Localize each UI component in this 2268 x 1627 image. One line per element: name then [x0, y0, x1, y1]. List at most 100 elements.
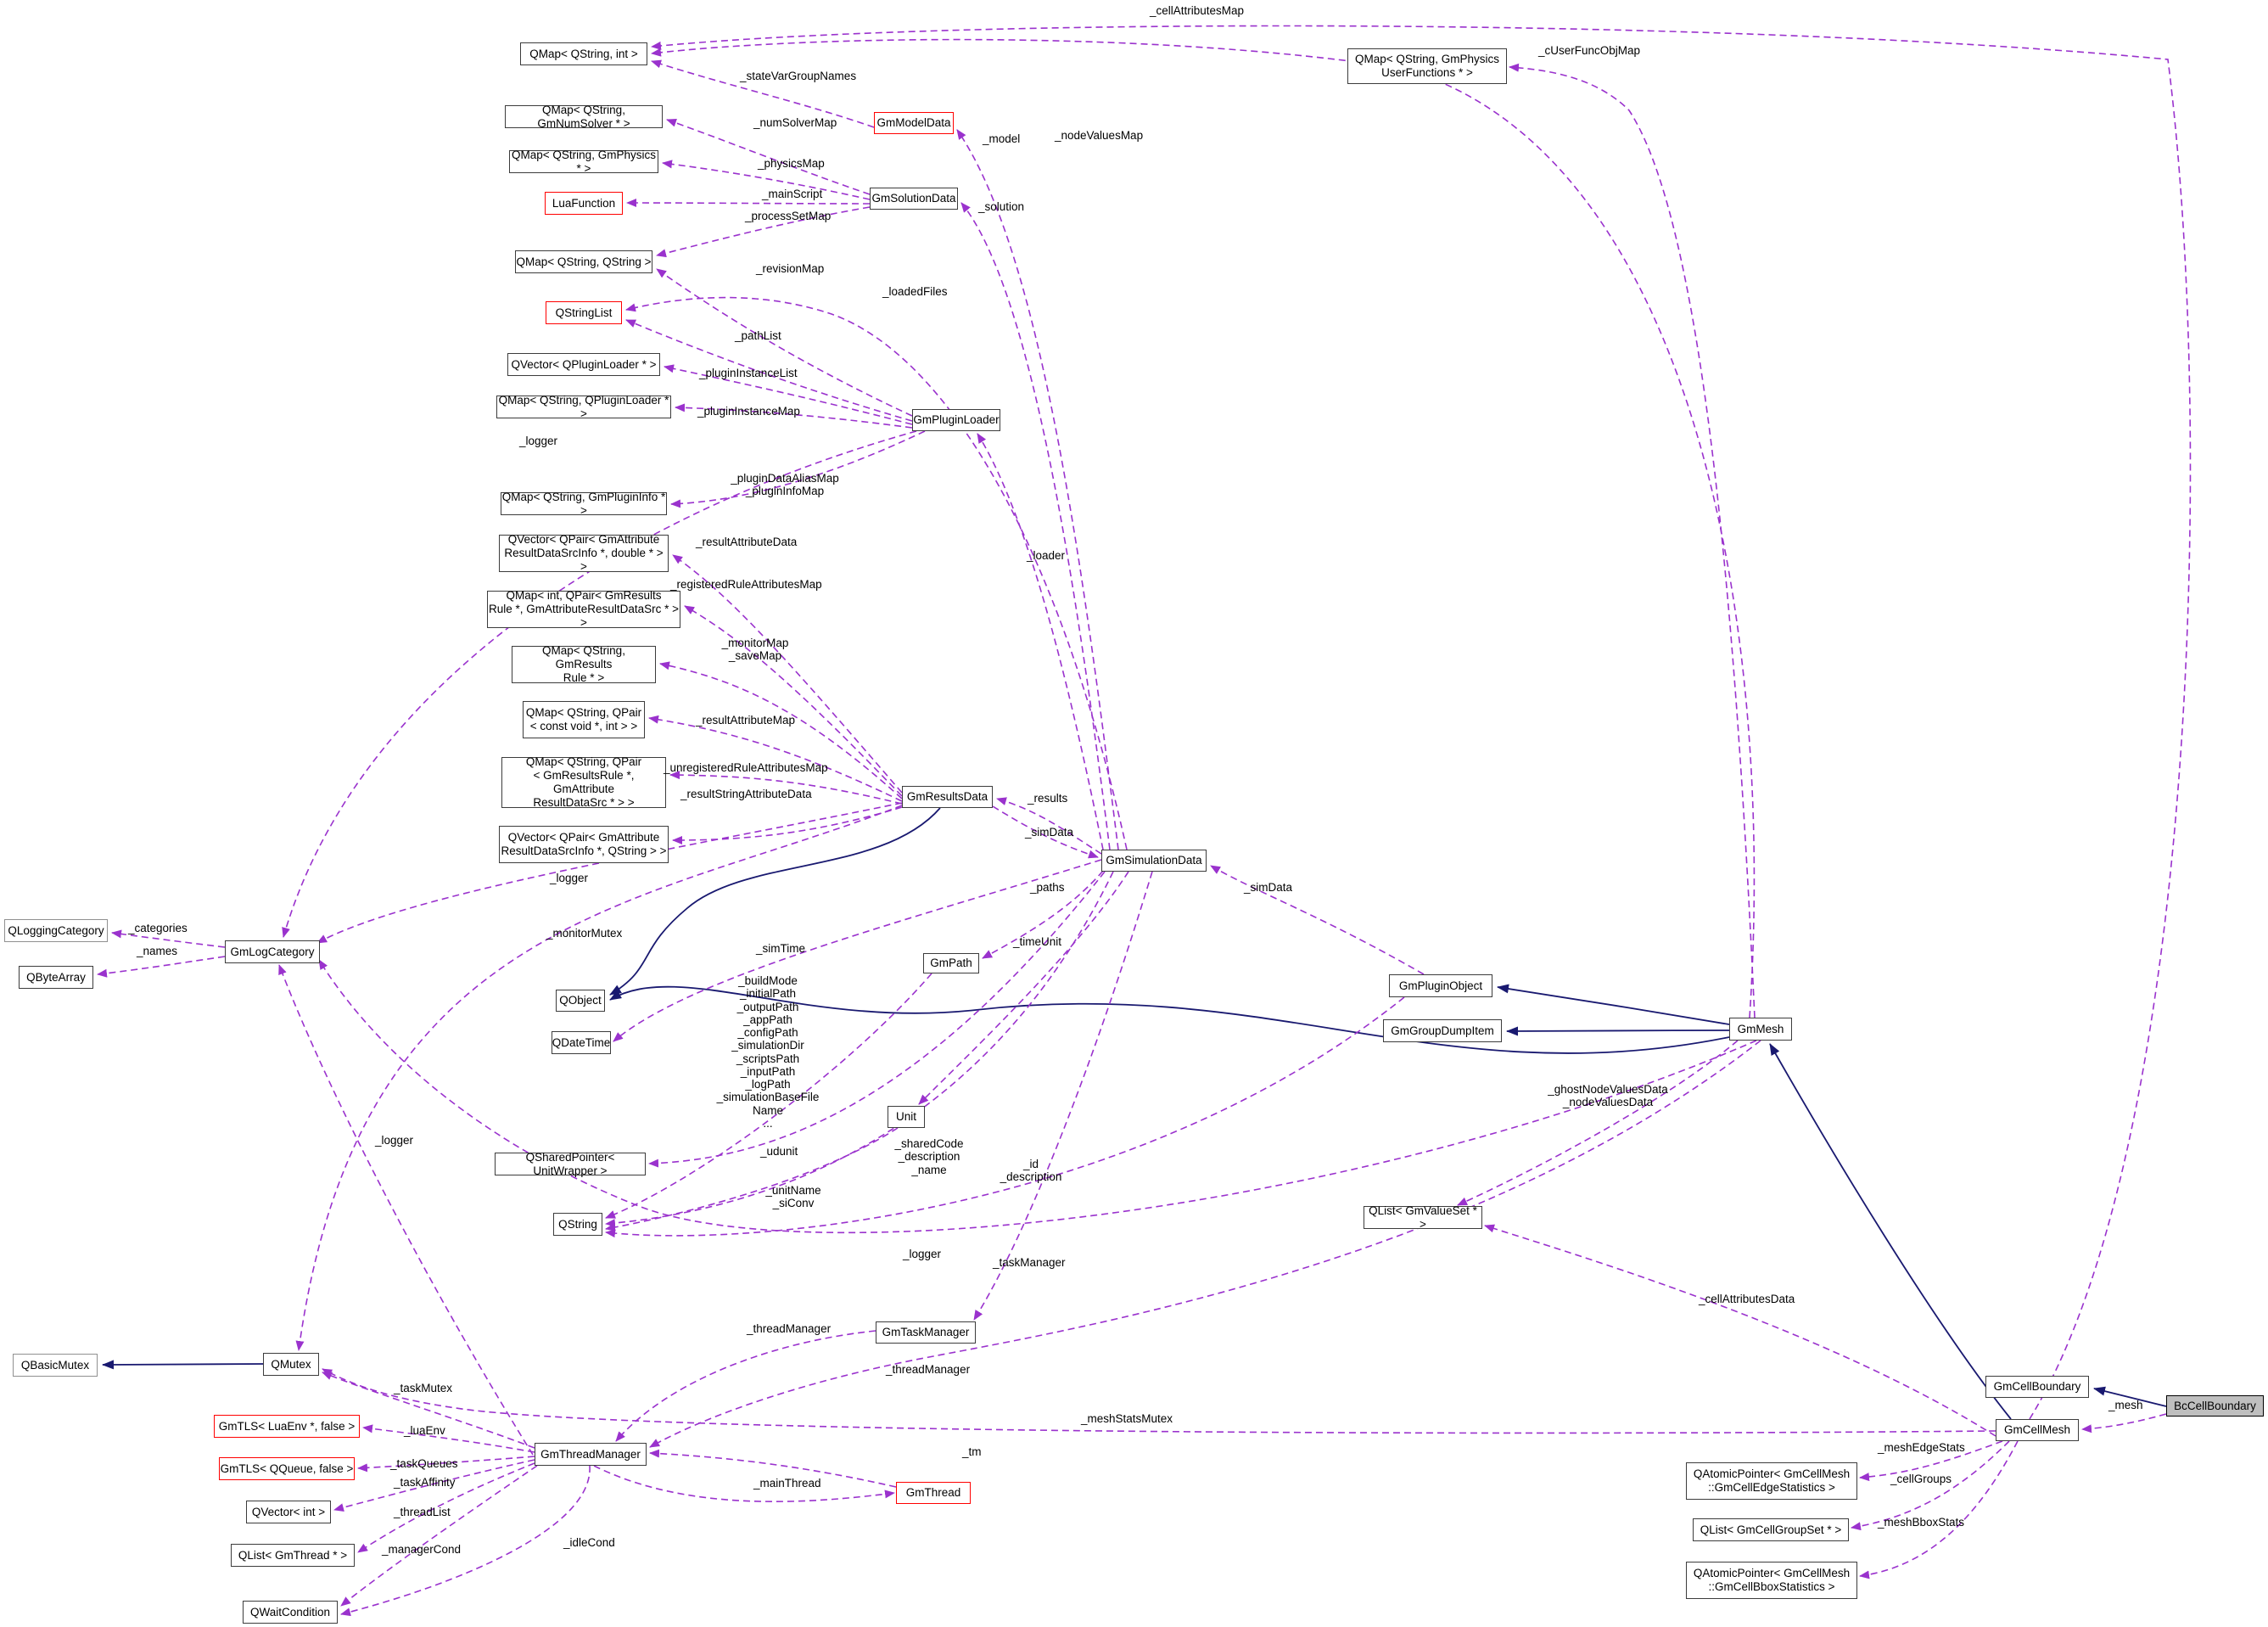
class-node-gmresultsdata[interactable]: GmResultsData	[902, 786, 993, 808]
edge-label: _idleCond	[563, 1536, 615, 1549]
class-node-luafunction[interactable]: LuaFunction	[545, 192, 623, 215]
class-node-gmpluginobject[interactable]: GmPluginObject	[1389, 974, 1492, 997]
edge-label: _pathList	[735, 329, 781, 342]
edge-solid-5	[609, 807, 941, 996]
edge-solid-4	[609, 985, 1730, 1054]
edge-dashed-34	[918, 871, 1129, 1105]
class-node-qmap-qstring-qpluginloader[interactable]: QMap< QString, QPluginLoader * >	[496, 394, 671, 420]
class-node-qmap-qstring-qpair-constvoid[interactable]: QMap< QString, QPair < const void *, int…	[523, 701, 645, 738]
edge-dashed-24	[648, 715, 903, 802]
edge-solid-0	[102, 1360, 264, 1370]
class-node-qmap-qstring-qpair-gmresultsrule[interactable]: QMap< QString, QPair < GmResultsRule *, …	[501, 755, 666, 809]
class-node-unit[interactable]: Unit	[888, 1106, 925, 1128]
edge-dashed-42	[1457, 1040, 1739, 1206]
class-node-qlist-gmvalueset[interactable]: QList< GmValueSet * >	[1364, 1204, 1482, 1231]
edge-label: _meshStatsMutex	[1081, 1412, 1173, 1425]
edge-dashed-50	[322, 1372, 535, 1449]
class-node-qbasicmutex[interactable]: QBasicMutex	[13, 1354, 98, 1377]
edge-dashed-65	[111, 929, 226, 948]
class-node-qlist-gmthread[interactable]: QList< GmThread * >	[231, 1544, 355, 1567]
class-node-qvector-int[interactable]: QVector< int >	[246, 1501, 331, 1523]
edge-dashed-22	[684, 605, 903, 797]
edge-label: _processSetMap	[745, 210, 832, 222]
class-node-gmcellmesh[interactable]: GmCellMesh	[1996, 1419, 2079, 1441]
class-node-gmthreadmanager[interactable]: GmThreadManager	[535, 1443, 647, 1466]
edge-dashed-48	[1859, 1440, 2019, 1579]
class-node-qmap-qstring-gmplugininfo[interactable]: QMap< QString, GmPluginInfo * >	[501, 490, 667, 517]
edge-dashed-66	[97, 956, 226, 978]
class-node-bccellboundary[interactable]: BcCellBoundary	[2166, 1395, 2264, 1417]
class-node-qdatetime[interactable]: QDateTime	[552, 1031, 611, 1054]
class-node-qmutex[interactable]: QMutex	[263, 1353, 319, 1376]
class-node-gmmodeldata[interactable]: GmModelData	[874, 112, 954, 134]
class-node-gmsimulationdata[interactable]: GmSimulationData	[1101, 850, 1207, 872]
class-node-qobject[interactable]: QObject	[556, 990, 605, 1012]
edge-label: _ghostNodeValuesData _nodeValuesData	[1548, 1083, 1668, 1109]
edge-dashed-43	[1484, 1224, 1996, 1437]
edge-label: _resultAttributeData	[696, 536, 798, 548]
class-node-gmmesh[interactable]: GmMesh	[1729, 1018, 1792, 1041]
edge-label: _unregisteredRuleAttributesMap	[664, 761, 828, 774]
edge-solid-2	[1497, 984, 1730, 1025]
class-node-qstring[interactable]: QString	[553, 1213, 602, 1236]
class-node-qstringlist[interactable]: QStringList	[546, 301, 622, 324]
edge-dashed-40	[605, 1127, 899, 1231]
class-node-gmlogcategory[interactable]: GmLogCategory	[225, 940, 320, 963]
edge-dashed-10	[666, 118, 871, 195]
edge-label: _monitorMap _saveMap	[721, 637, 789, 663]
class-node-qatomicpointer-edgestats[interactable]: QAtomicPointer< GmCellMesh ::GmCellEdgeS…	[1686, 1462, 1857, 1500]
edge-label: _taskManager	[993, 1256, 1066, 1269]
class-node-gmtaskmanager[interactable]: GmTaskManager	[876, 1321, 976, 1344]
class-node-qloggingcategory[interactable]: QLoggingCategory	[4, 919, 108, 942]
class-node-gmgroupdumpitem[interactable]: GmGroupDumpItem	[1383, 1019, 1502, 1042]
edge-dashed-60	[649, 1040, 1761, 1448]
edge-label: _monitorMutex	[546, 927, 623, 940]
edge-label: _mainThread	[753, 1477, 821, 1490]
class-node-gmtls-qqueue[interactable]: GmTLS< QQueue, false >	[219, 1457, 355, 1480]
edge-dashed-15	[625, 296, 1128, 850]
class-node-qlist-gmcellgroupset[interactable]: QList< GmCellGroupSet * >	[1693, 1518, 1849, 1541]
class-node-qmap-int-qpair[interactable]: QMap< int, QPair< GmResults Rule *, GmAt…	[487, 589, 680, 629]
class-node-gmthread[interactable]: GmThread	[896, 1482, 971, 1504]
class-node-qvector-qpluginloader[interactable]: QVector< QPluginLoader * >	[507, 353, 660, 376]
edge-label: _numSolverMap	[753, 116, 837, 129]
class-node-gmtls-luaenv[interactable]: GmTLS< LuaEnv *, false >	[214, 1415, 360, 1438]
class-node-qmap-qstring-qstring[interactable]: QMap< QString, QString >	[515, 250, 652, 273]
edge-label: _logger	[375, 1134, 414, 1147]
class-node-qmap-qstring-gmresultsrule[interactable]: QMap< QString, GmResults Rule * >	[512, 644, 656, 684]
class-node-qwaitcondition[interactable]: QWaitCondition	[243, 1601, 338, 1624]
edge-label: _udunit	[760, 1145, 798, 1158]
edge-label: _id _description	[1000, 1158, 1062, 1184]
edge-dashed-61	[973, 871, 1153, 1321]
class-node-qbytearray[interactable]: QByteArray	[19, 966, 93, 989]
edge-label: _logger	[903, 1248, 942, 1260]
edge-label: _simData	[1025, 826, 1074, 839]
class-node-gmsolutiondata[interactable]: GmSolutionData	[870, 188, 958, 210]
class-node-qmap-qstring-gmphysicsuserfunctions[interactable]: QMap< QString, GmPhysics UserFunctions *…	[1347, 48, 1507, 84]
edge-label: _loader	[1027, 549, 1066, 562]
class-node-qatomicpointer-bboxstats[interactable]: QAtomicPointer< GmCellMesh ::GmCellBboxS…	[1686, 1562, 1857, 1599]
edge-dashed-59	[615, 1330, 876, 1442]
edge-dashed-45	[2081, 1413, 2167, 1433]
edge-dashed-23	[659, 661, 903, 799]
edge-label: _resultStringAttributeData	[680, 788, 812, 800]
class-node-qvector-qpair-qstring[interactable]: QVector< QPair< GmAttribute ResultDataSr…	[499, 826, 669, 863]
edge-label: _physicsMap	[758, 157, 825, 170]
edge-dashed-26	[672, 806, 903, 844]
edge-label: _nodeValuesMap	[1055, 129, 1144, 142]
edge-dashed-41	[605, 996, 1405, 1238]
class-node-gmpath[interactable]: GmPath	[923, 953, 979, 973]
class-node-gmcellboundary[interactable]: GmCellBoundary	[1985, 1376, 2089, 1398]
class-node-qvector-qpair-double[interactable]: QVector< QPair< GmAttribute ResultDataSr…	[499, 533, 669, 573]
edge-label: _meshEdgeStats	[1878, 1441, 1965, 1454]
class-node-qmap-qstring-int[interactable]: QMap< QString, int >	[520, 42, 647, 65]
edge-label: _pluginDataAliasMap _pluginInfoMap	[731, 472, 839, 498]
edge-dashed-63	[316, 802, 903, 944]
class-node-qmap-qstring-gmphysics[interactable]: QMap< QString, GmPhysics * >	[509, 149, 658, 175]
class-node-qmap-qstring-gmnumsolver[interactable]: QMap< QString, GmNumSolver * >	[505, 104, 663, 130]
edge-solid-3	[1506, 1026, 1730, 1036]
class-node-gmpluginloader[interactable]: GmPluginLoader	[912, 409, 1000, 431]
class-node-qsharedpointer-unitwrapper[interactable]: QSharedPointer< UnitWrapper >	[495, 1151, 646, 1177]
